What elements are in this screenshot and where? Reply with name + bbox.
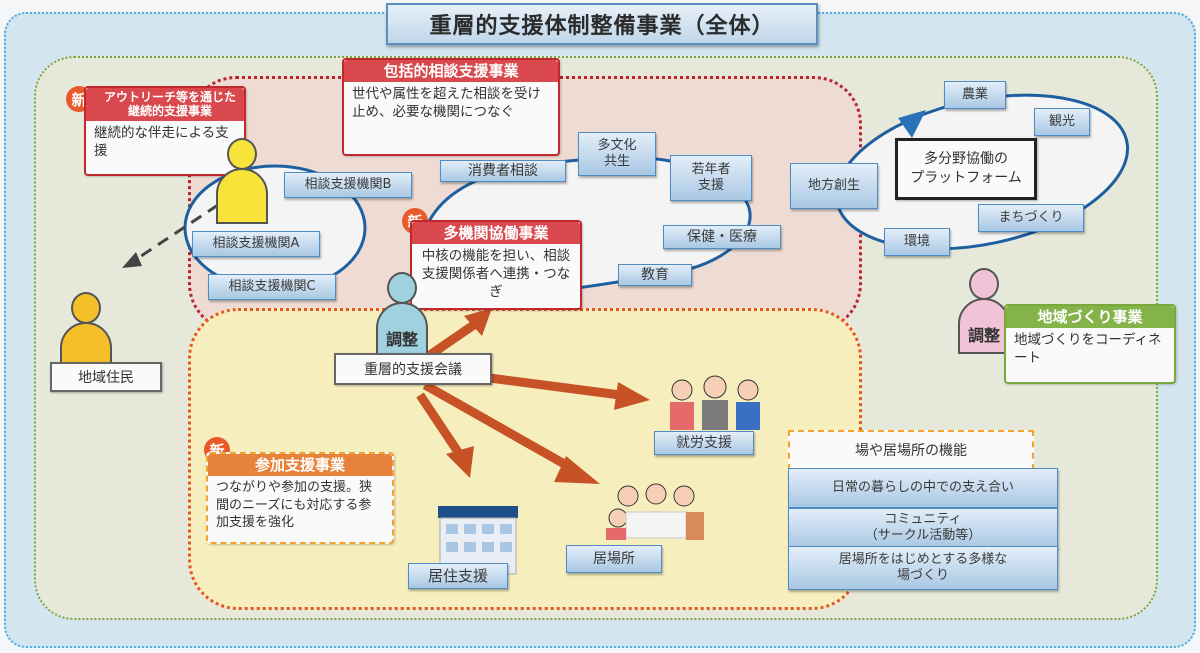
node-multicultural: 多文化 共生 (578, 132, 656, 176)
meeting-arrows (416, 308, 650, 484)
node-consumer-consultation: 消費者相談 (440, 160, 566, 182)
meeting-box: 重層的支援会議 (334, 353, 492, 385)
outreach-card-heading: アウトリーチ等を通じた継続的支援事業 (86, 88, 244, 121)
node-education: 教育 (618, 264, 692, 286)
participation-support-card: 参加支援事業 つながりや参加の支援。狭間のニーズにも対応する参加支援を強化 (206, 452, 394, 544)
place-function-item: 居場所をはじめとする多様な 場づくり (788, 546, 1058, 590)
arrow-to-employment-head (614, 382, 650, 410)
title-box: 重層的支援体制整備事業（全体） (386, 3, 818, 45)
platform-center: 多分野協働の プラットフォーム (895, 138, 1037, 200)
platform-node-regional-revitalization: 地方創生 (790, 163, 878, 209)
place-functions-title: 場や居場所の機能 (788, 430, 1034, 470)
platform-node-tourism: 観光 (1034, 108, 1090, 136)
agency-c: 相談支援機関C (208, 274, 336, 300)
multi-agency-card: 多機関協働事業 中核の機能を担い、相談支援関係者へ連携・つなぎ (410, 220, 582, 310)
outreach-arrowhead (122, 252, 142, 268)
platform-node-environment: 環境 (884, 228, 950, 256)
comprehensive-card-body: 世代や属性を超えた相談を受け止め、必要な機関につなぐ (352, 86, 541, 121)
employment-people-icon (660, 372, 770, 432)
comprehensive-consultation-card: 包括的相談支援事業 世代や属性を超えた相談を受け止め、必要な機関につなぐ (342, 58, 560, 156)
community-building-card-heading: 地域づくり事業 (1006, 306, 1174, 328)
coordinator-label: 調整 (376, 302, 428, 358)
outreach-card: アウトリーチ等を通じた継続的支援事業 継続的な伴走による支援 (84, 86, 246, 176)
place-label: 居場所 (566, 545, 662, 573)
platform-node-agriculture: 農業 (944, 81, 1006, 109)
housing-support-label: 居住支援 (408, 563, 508, 589)
arrow-to-place (422, 381, 578, 474)
outreach-worker-figure (212, 138, 272, 228)
community-coordinator-label: 調整 (958, 298, 1010, 354)
place-function-item: コミュニティ （サークル活動等） (788, 508, 1058, 548)
node-health-medical: 保健・医療 (663, 225, 781, 249)
resident-label: 地域住民 (50, 362, 162, 392)
person-head (71, 292, 101, 324)
community-coordinator-figure: 調整 (954, 268, 1014, 358)
participation-card-body: つながりや参加の支援。狭間のニーズにも対応する参加支援を強化 (216, 480, 373, 531)
outreach-card-body: 継続的な伴走による支援 (94, 124, 229, 159)
participation-card-heading: 参加支援事業 (208, 454, 392, 476)
multi-agency-card-heading: 多機関協働事業 (412, 222, 580, 244)
arrow-to-multi-agency (427, 318, 481, 359)
outreach-dashed-arrow (131, 203, 219, 264)
comprehensive-card-heading: 包括的相談支援事業 (344, 60, 558, 82)
agency-a: 相談支援機関A (192, 231, 320, 257)
node-youth-support: 若年者 支援 (670, 155, 752, 201)
community-building-card-body: 地域づくりをコーディネート (1014, 332, 1162, 367)
person-body (216, 168, 268, 224)
arrow-to-multi-agency-head (464, 308, 492, 336)
arrow-to-housing (416, 392, 464, 458)
place-function-item: 日常の暮らしの中での支え合い (788, 468, 1058, 508)
community-building-card: 地域づくり事業 地域づくりをコーディネート (1004, 304, 1176, 384)
page-title: 重層的支援体制整備事業（全体） (429, 14, 775, 39)
platform-loop-arrowhead (898, 110, 926, 138)
person-head (969, 268, 999, 300)
agency-b: 相談支援機関B (284, 172, 412, 198)
arrow-to-place-head (554, 456, 600, 484)
person-head (227, 138, 257, 170)
employment-support-label: 就労支援 (654, 431, 754, 455)
multi-agency-card-body: 中核の機能を担い、相談支援関係者へ連携・つなぎ (421, 248, 571, 301)
platform-node-town-development: まちづくり (978, 204, 1084, 232)
arrow-to-employment (489, 373, 621, 400)
place-people-icon (606, 482, 706, 540)
coordinator-figure: 調整 (372, 272, 432, 362)
person-head (387, 272, 417, 304)
arrow-to-housing-head (446, 446, 474, 478)
